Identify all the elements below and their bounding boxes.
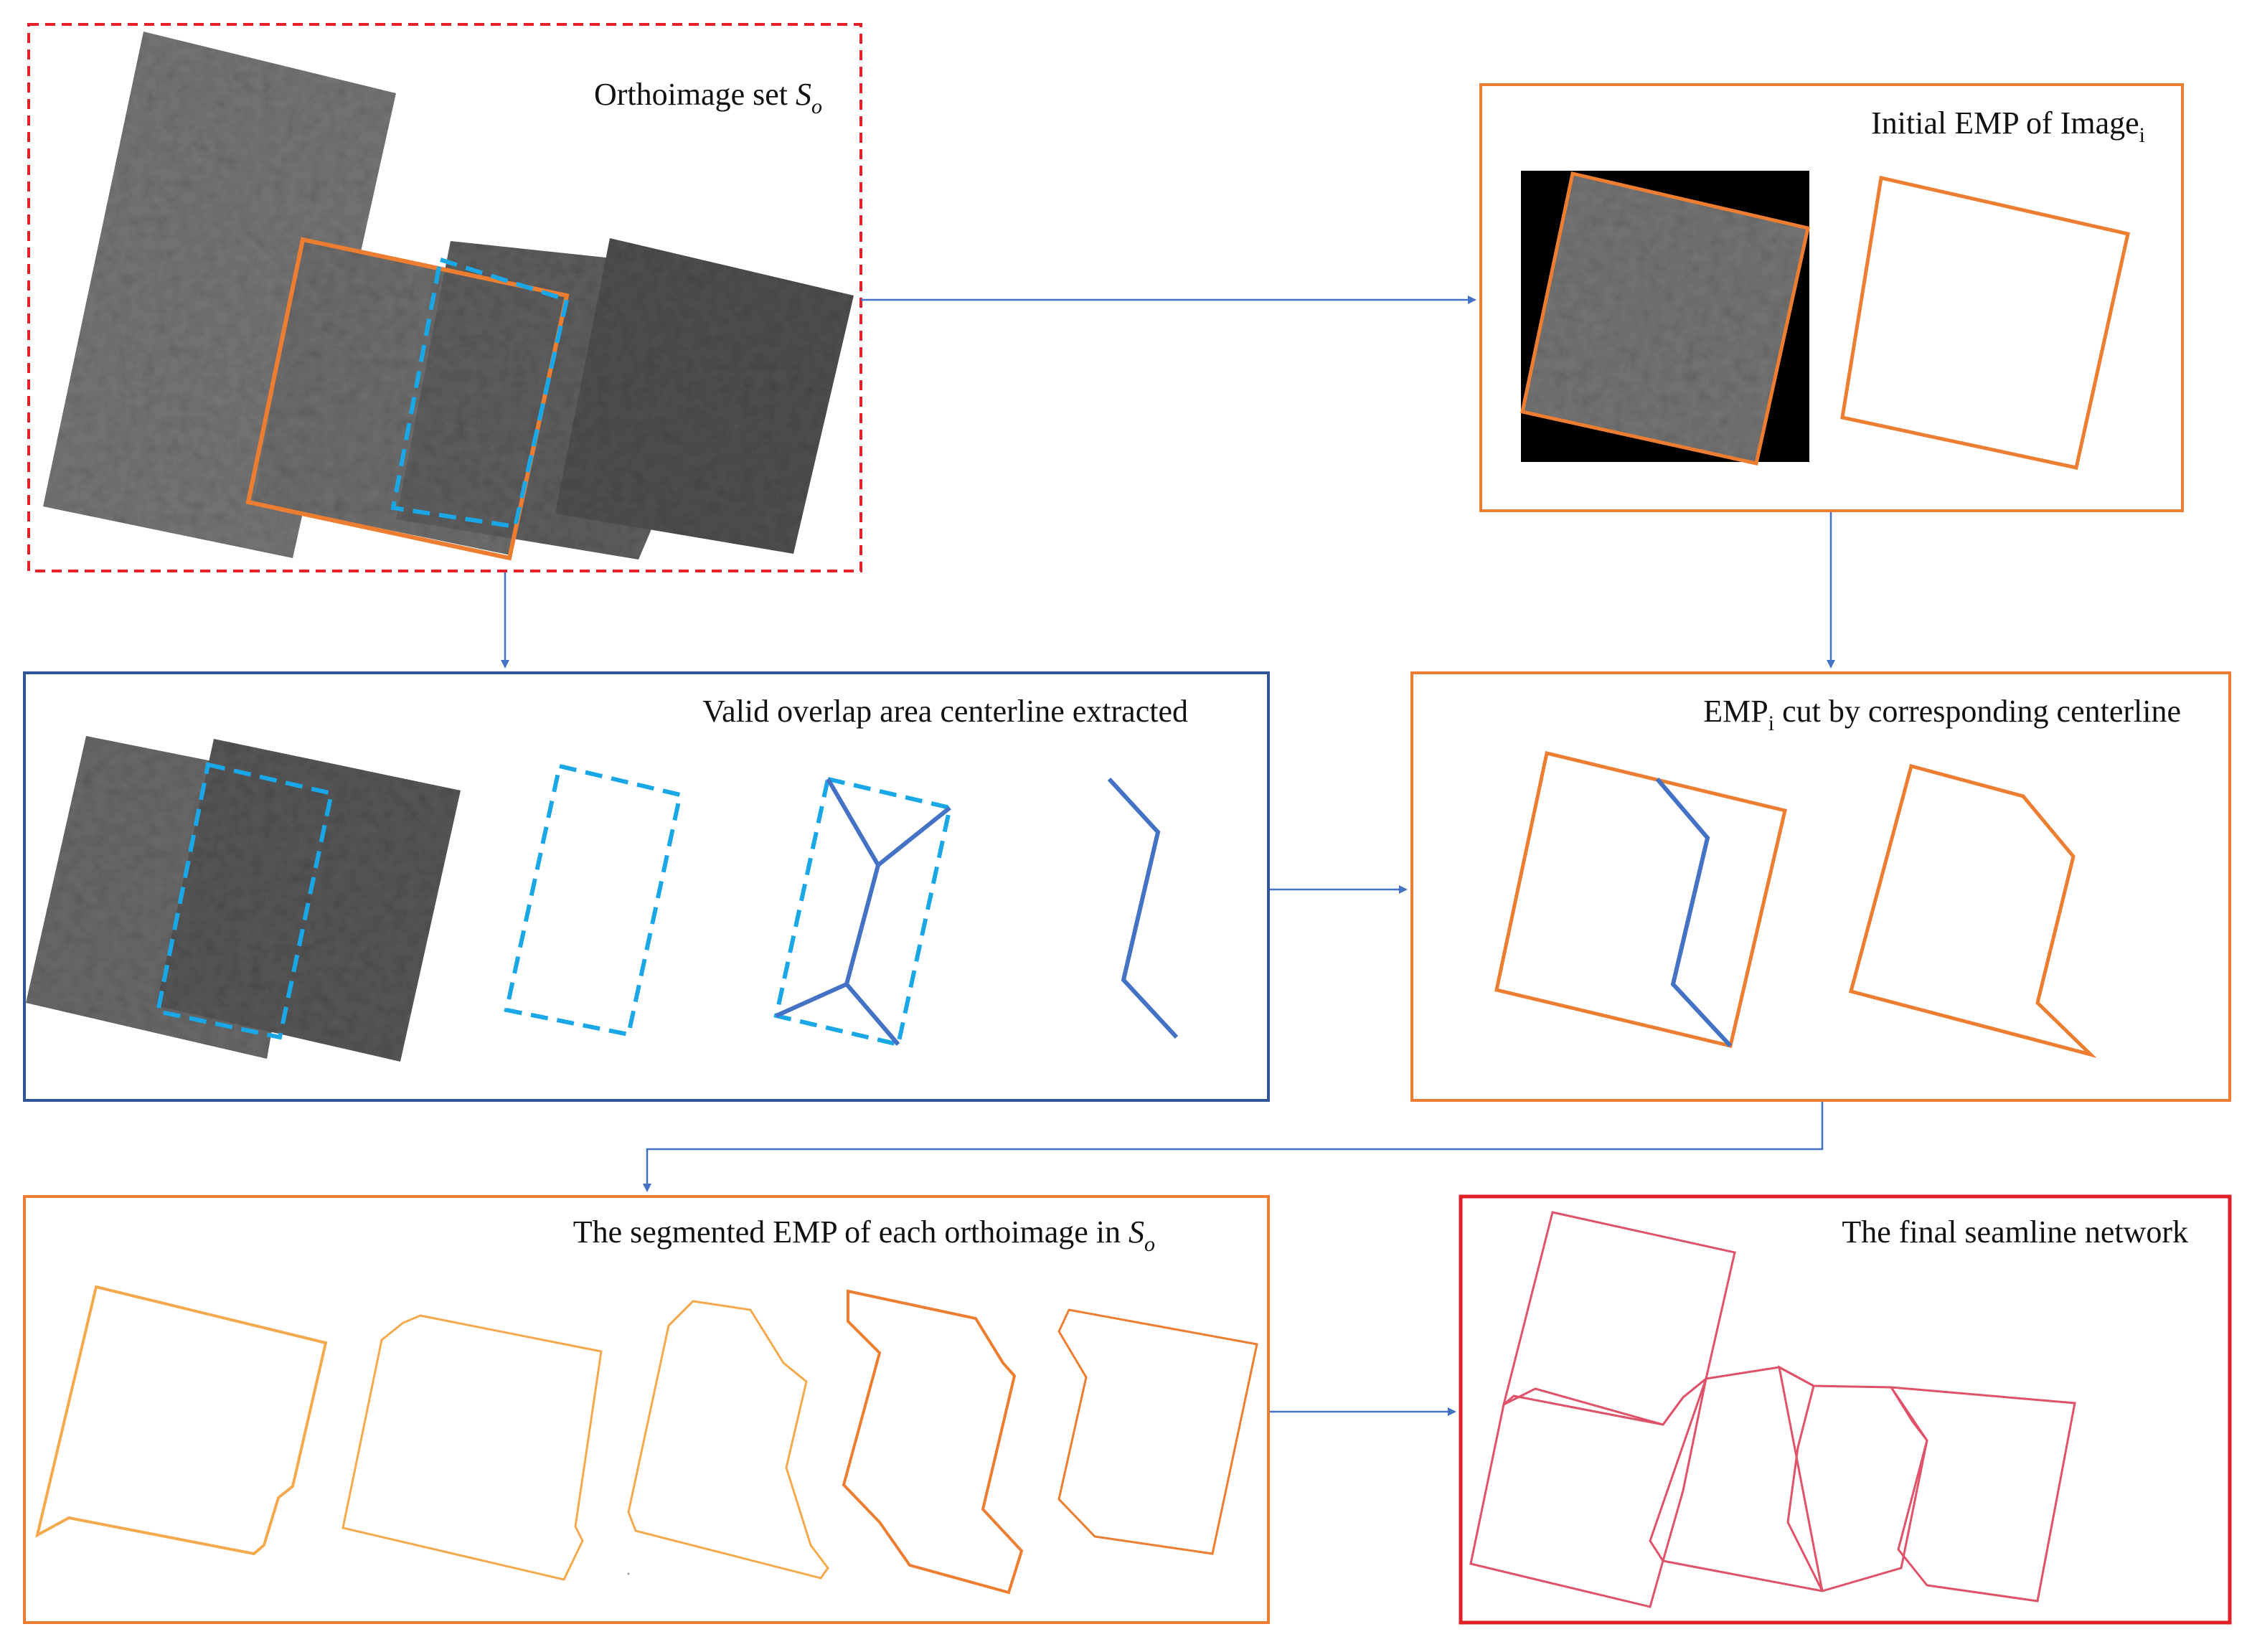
panel-title: Valid overlap area centerline extracted [702, 694, 1188, 729]
cutting-centerline [1655, 778, 1733, 1048]
overlap-image-right [156, 739, 461, 1062]
segmented-emp-2 [341, 1314, 603, 1581]
arrow-cut-to-segmented [643, 1102, 1824, 1192]
image-i [1522, 174, 1808, 463]
panel-final-network: The final seamline network [1459, 1194, 2232, 1625]
panel-segmented-emp: The segmented EMP of each orthoimage in … [23, 1195, 1270, 1624]
image-emp-overlay [1520, 171, 1810, 466]
panel-title: Initial EMP of Imagei [1871, 105, 2145, 147]
overlap-area-on-images [155, 762, 334, 1040]
network-polygon-5 [1888, 1386, 2076, 1603]
panel-title: Orthoimage set So [594, 77, 822, 118]
satellite-image-stack [43, 32, 854, 560]
panel-initial-emp: Initial EMP of Imagei [1479, 83, 2184, 512]
network-polygon-2 [1469, 1376, 1708, 1608]
stray-dot [627, 1572, 630, 1575]
network-polygon-3 [1649, 1366, 1928, 1592]
connectors [501, 296, 1835, 1416]
overlap-image-pair [26, 736, 461, 1062]
emp-outline [245, 237, 570, 561]
panel-title: The final seamline network [1842, 1214, 2188, 1250]
panel-border [27, 23, 862, 572]
overlap-area-outline [504, 763, 683, 1037]
orthoimage-tile-4 [555, 238, 854, 554]
panel-title: EMPi cut by corresponding centerline [1703, 694, 2181, 735]
initial-emp-polygon [1840, 175, 2130, 470]
segmented-emp-4 [842, 1289, 1024, 1595]
network-polygon-4 [1777, 1365, 1824, 1592]
extracted-centerline [1107, 777, 1179, 1039]
skeleton-center [844, 864, 880, 985]
panel-border [1479, 83, 2184, 512]
segmented-emp-3 [627, 1300, 829, 1580]
panel-border [23, 671, 1270, 1102]
panel-border [23, 1195, 1270, 1624]
cut-emp-polygon [1848, 763, 2097, 1058]
segmented-emp-1 [35, 1285, 328, 1556]
panel-orthoimage-set: Orthoimage set So [27, 23, 862, 572]
panel-centerline: Valid overlap area centerline extracted [23, 671, 1270, 1102]
panel-border [1410, 671, 2231, 1102]
emp-i-polygon [1494, 750, 1787, 1049]
overlap-area-outline [390, 257, 570, 529]
overlap-area-with-skeleton [773, 776, 953, 1047]
panel-emp-cut: EMPi cut by corresponding centerline [1410, 671, 2231, 1102]
seamline-network [1469, 1211, 2076, 1608]
panel-title: The segmented EMP of each orthoimage in … [573, 1214, 1155, 1256]
skeleton-bottom-branch [775, 981, 900, 1046]
segmented-emp-5 [1057, 1308, 1258, 1555]
panel-border [1459, 1194, 2232, 1625]
